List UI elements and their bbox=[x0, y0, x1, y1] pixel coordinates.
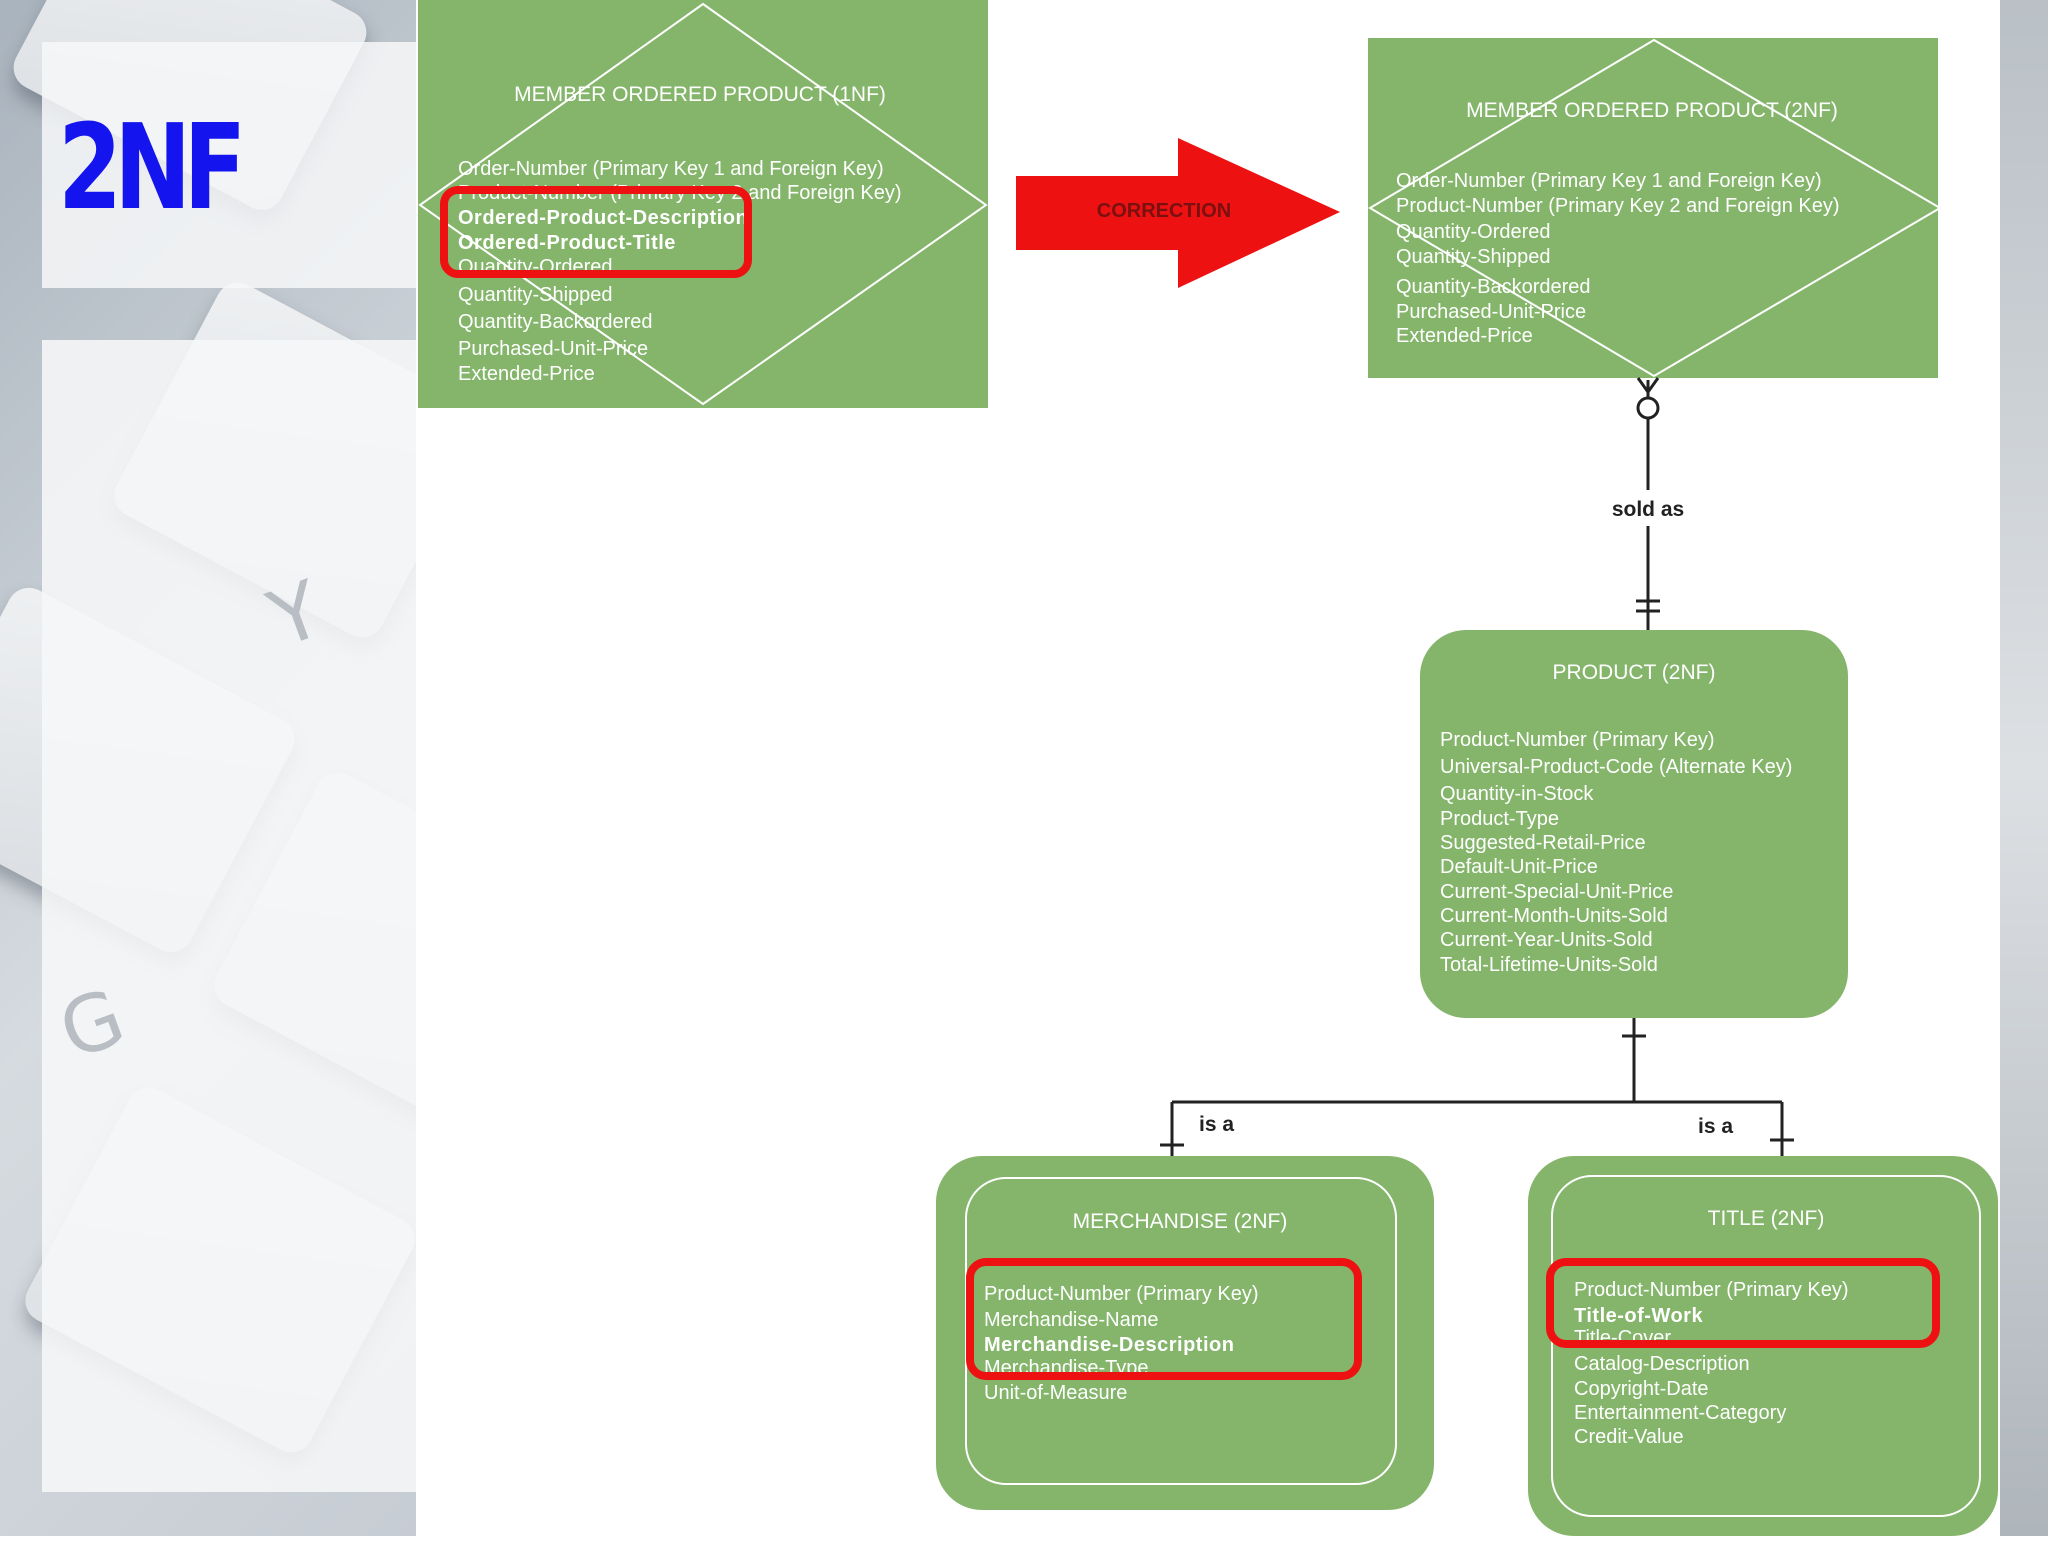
attribute: Order-Number (Primary Key 1 and Foreign … bbox=[1396, 170, 1822, 192]
attribute: Product-Number (Primary Key) bbox=[1574, 1279, 1849, 1301]
slide-title: 2NF bbox=[58, 98, 246, 236]
attribute-highlighted: Merchandise-Description bbox=[984, 1334, 1234, 1356]
entity-merchandise-2nf: MERCHANDISE (2NF) Product-Number (Primar… bbox=[936, 1156, 1434, 1510]
subtype-inner-border bbox=[1551, 1175, 1981, 1517]
crows-foot-mark bbox=[1646, 377, 1660, 393]
attribute: Current-Month-Units-Sold bbox=[1440, 905, 1668, 927]
entity-member-ordered-product-1nf: MEMBER ORDERED PRODUCT (1NF) Order-Numbe… bbox=[418, 0, 988, 408]
attribute: Current-Special-Unit-Price bbox=[1440, 881, 1673, 903]
attribute: Extended-Price bbox=[458, 363, 595, 385]
attribute: Purchased-Unit-Price bbox=[458, 338, 648, 360]
attribute: Entertainment-Category bbox=[1574, 1402, 1786, 1424]
highlight-box bbox=[1546, 1258, 1940, 1348]
attribute: Quantity-Backordered bbox=[1396, 276, 1591, 298]
entity-product-2nf: PRODUCT (2NF) Product-Number (Primary Ke… bbox=[1420, 630, 1848, 1018]
associative-diamond bbox=[1368, 38, 1942, 378]
attribute: Product-Number (Primary Key) bbox=[1440, 729, 1715, 751]
keycap-letter: G bbox=[48, 972, 137, 1078]
arrow-shape bbox=[1016, 138, 1340, 288]
crows-foot-mark bbox=[1636, 377, 1650, 393]
attribute: Default-Unit-Price bbox=[1440, 856, 1598, 878]
attribute: Merchandise-Name bbox=[984, 1309, 1159, 1331]
entity-box bbox=[936, 1156, 1434, 1510]
associative-diamond bbox=[418, 2, 988, 406]
attribute: Universal-Product-Code (Alternate Key) bbox=[1440, 756, 1792, 778]
attribute: Quantity-in-Stock bbox=[1440, 783, 1594, 805]
entity-title: TITLE (2NF) bbox=[1708, 1207, 1825, 1230]
er-diagram-canvas: MEMBER ORDERED PRODUCT (1NF) Order-Numbe… bbox=[416, 0, 2000, 1536]
attribute: Current-Year-Units-Sold bbox=[1440, 929, 1653, 951]
keycap-letter: Y bbox=[258, 564, 334, 666]
attribute: Product-Number (Primary Key 2 and Foreig… bbox=[1396, 195, 1840, 217]
entity-box bbox=[1420, 630, 1848, 1018]
optional-zero-mark bbox=[1636, 396, 1660, 420]
correction-arrow: CORRECTION bbox=[1016, 138, 1340, 288]
relationship-label-sold-as: sold as bbox=[1612, 498, 1684, 521]
entity-title: MEMBER ORDERED PRODUCT (2NF) bbox=[1466, 99, 1838, 122]
relationship-label-is-a: is a bbox=[1199, 1113, 1234, 1136]
entity-title: MERCHANDISE (2NF) bbox=[1073, 1210, 1288, 1233]
attribute: Suggested-Retail-Price bbox=[1440, 832, 1646, 854]
attribute: Purchased-Unit-Price bbox=[1396, 301, 1586, 323]
entity-title: PRODUCT (2NF) bbox=[1553, 661, 1716, 684]
correction-label: CORRECTION bbox=[1097, 200, 1231, 222]
attribute: Quantity-Shipped bbox=[458, 284, 613, 306]
attribute: Catalog-Description bbox=[1574, 1353, 1750, 1375]
attribute: Quantity-Ordered bbox=[1396, 221, 1551, 243]
content-panel: Y G bbox=[42, 340, 416, 1492]
title-panel bbox=[42, 42, 416, 288]
attribute: Credit-Value bbox=[1574, 1426, 1684, 1448]
entity-box bbox=[1368, 38, 1938, 378]
background-strip bbox=[2000, 0, 2048, 1536]
label-backing bbox=[1604, 490, 1694, 526]
attribute-highlighted: Ordered-Product-Title bbox=[458, 232, 676, 254]
relationship-is-a bbox=[1160, 1018, 1794, 1156]
attribute: Unit-of-Measure bbox=[984, 1382, 1127, 1404]
er-diagram: MEMBER ORDERED PRODUCT (1NF) Order-Numbe… bbox=[418, 0, 1998, 1536]
highlight-box bbox=[966, 1258, 1362, 1380]
entity-box bbox=[418, 0, 988, 408]
relationship-label-is-a: is a bbox=[1698, 1115, 1733, 1138]
attribute-highlighted: Ordered-Product-Description bbox=[458, 207, 748, 229]
attribute: Extended-Price bbox=[1396, 325, 1533, 347]
attribute: Total-Lifetime-Units-Sold bbox=[1440, 954, 1658, 976]
attribute: Product-Type bbox=[1440, 808, 1559, 830]
entity-title-2nf: TITLE (2NF) Product-Number (Primary Key)… bbox=[1528, 1156, 1998, 1536]
attribute: Quantity-Backordered bbox=[458, 311, 653, 333]
attribute: Product-Number (Primary Key) bbox=[984, 1283, 1259, 1305]
entity-member-ordered-product-2nf: MEMBER ORDERED PRODUCT (2NF) Order-Numbe… bbox=[1368, 38, 1942, 378]
attribute: Copyright-Date bbox=[1574, 1378, 1709, 1400]
attribute-highlighted: Title-of-Work bbox=[1574, 1305, 1703, 1327]
entity-title: MEMBER ORDERED PRODUCT (1NF) bbox=[514, 83, 886, 106]
attribute: Quantity-Shipped bbox=[1396, 246, 1551, 268]
attribute: Order-Number (Primary Key 1 and Foreign … bbox=[458, 158, 884, 180]
highlight-box bbox=[440, 186, 752, 278]
